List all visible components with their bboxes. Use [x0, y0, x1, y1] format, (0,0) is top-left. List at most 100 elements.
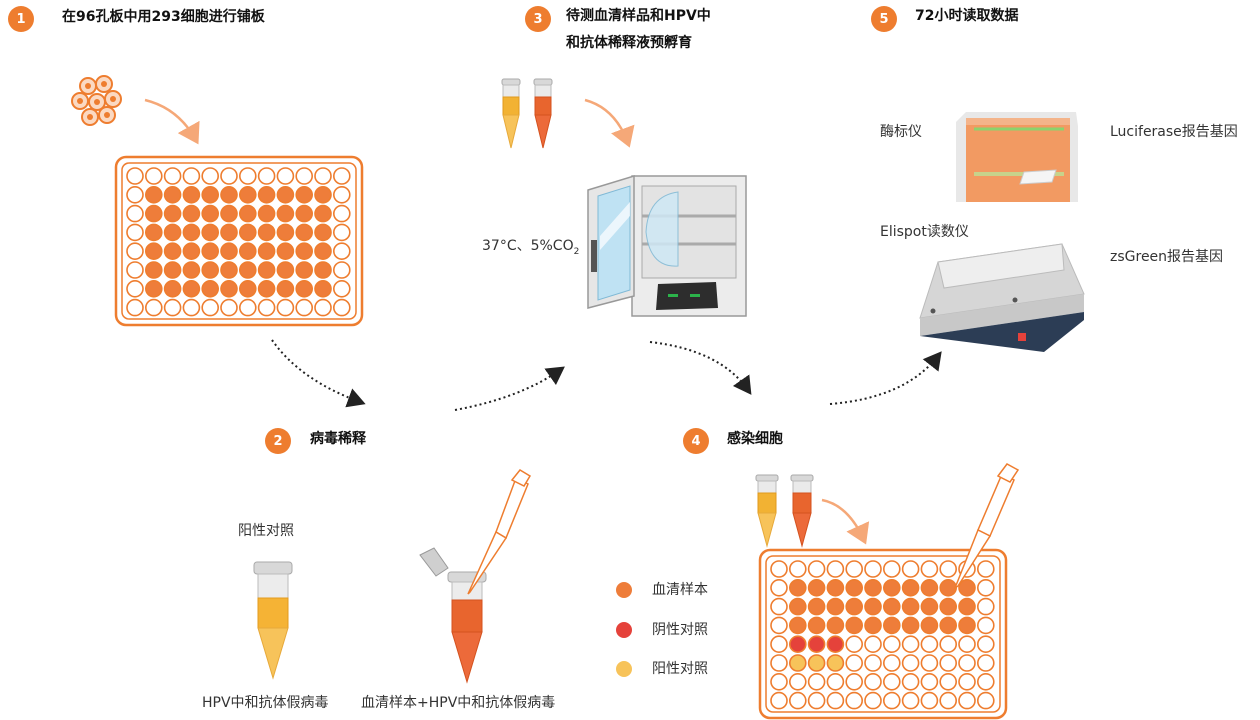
legend-dot-positive [616, 661, 632, 677]
well [901, 578, 920, 597]
well [314, 186, 332, 204]
well [182, 223, 201, 242]
well [939, 672, 958, 691]
well [182, 167, 201, 185]
well [126, 167, 144, 185]
well [976, 654, 995, 672]
well [257, 186, 276, 204]
well [864, 560, 882, 578]
well [182, 298, 201, 317]
well [314, 279, 332, 298]
legend-label-negative: 阴性对照 [652, 622, 708, 638]
well [920, 578, 939, 597]
well [145, 167, 163, 185]
well [239, 167, 257, 185]
well [807, 597, 826, 616]
well [220, 242, 238, 260]
well [201, 242, 219, 260]
well [807, 635, 826, 654]
step-title-4: 感染细胞 [727, 431, 783, 447]
positive-control-tube-icon [253, 561, 293, 680]
well [220, 223, 238, 242]
well [807, 560, 826, 578]
well [882, 654, 901, 672]
step-title-2: 病毒稀释 [310, 431, 366, 447]
step-title-5: 72小时读取数据 [915, 8, 1019, 24]
well [882, 578, 901, 597]
well [939, 635, 958, 654]
well [976, 691, 995, 710]
well [182, 279, 201, 298]
legend-dot-serum [616, 582, 632, 598]
well [770, 691, 788, 710]
well [826, 560, 845, 578]
well [201, 167, 219, 185]
well [958, 578, 976, 597]
well [126, 279, 144, 298]
dotted-arrow-2-3 [454, 366, 565, 411]
well [882, 635, 901, 654]
well [295, 204, 314, 223]
well [314, 298, 332, 317]
dotted-arrow-1-2 [271, 339, 366, 408]
well [126, 242, 144, 260]
well [958, 635, 976, 654]
well [182, 204, 201, 223]
well [920, 635, 939, 654]
well [826, 635, 845, 654]
well [314, 261, 332, 279]
well [788, 560, 807, 578]
legend-label-positive: 阳性对照 [652, 661, 708, 677]
well [239, 204, 257, 223]
well [201, 298, 219, 317]
cell-cluster-icon [71, 75, 122, 126]
well [939, 578, 958, 597]
yellow-tube-icon [501, 78, 521, 149]
well [276, 204, 295, 223]
well [845, 578, 864, 597]
curved-arrow [584, 98, 635, 148]
pipette-icon [467, 469, 532, 595]
well [201, 261, 219, 279]
well [239, 261, 257, 279]
curved-arrow [821, 498, 870, 545]
well [332, 242, 351, 260]
well [882, 691, 901, 710]
well [276, 261, 295, 279]
well [182, 261, 201, 279]
well [939, 560, 958, 578]
well [920, 691, 939, 710]
well [295, 167, 314, 185]
well [201, 279, 219, 298]
well [257, 167, 276, 185]
red-tube-icon [533, 78, 553, 149]
well [976, 672, 995, 691]
well [807, 616, 826, 635]
well [220, 167, 238, 185]
elispot-label: Elispot读数仪 [880, 224, 969, 240]
well [201, 223, 219, 242]
well [239, 242, 257, 260]
well [257, 223, 276, 242]
well [314, 167, 332, 185]
well [770, 654, 788, 672]
well [882, 560, 901, 578]
well [788, 691, 807, 710]
well [295, 261, 314, 279]
well [770, 560, 788, 578]
well [126, 261, 144, 279]
well [807, 654, 826, 672]
legend-dot-negative [616, 622, 632, 638]
well [332, 204, 351, 223]
luciferase-label: Luciferase报告基因 [1110, 124, 1238, 140]
well [920, 616, 939, 635]
incubator-condition: 37°C、5%CO2 [482, 238, 580, 257]
well [807, 672, 826, 691]
well [920, 597, 939, 616]
well [145, 204, 163, 223]
well-plate-2 [758, 548, 1008, 720]
well [976, 597, 995, 616]
well [295, 223, 314, 242]
step-badge-5: 5 [871, 6, 897, 32]
